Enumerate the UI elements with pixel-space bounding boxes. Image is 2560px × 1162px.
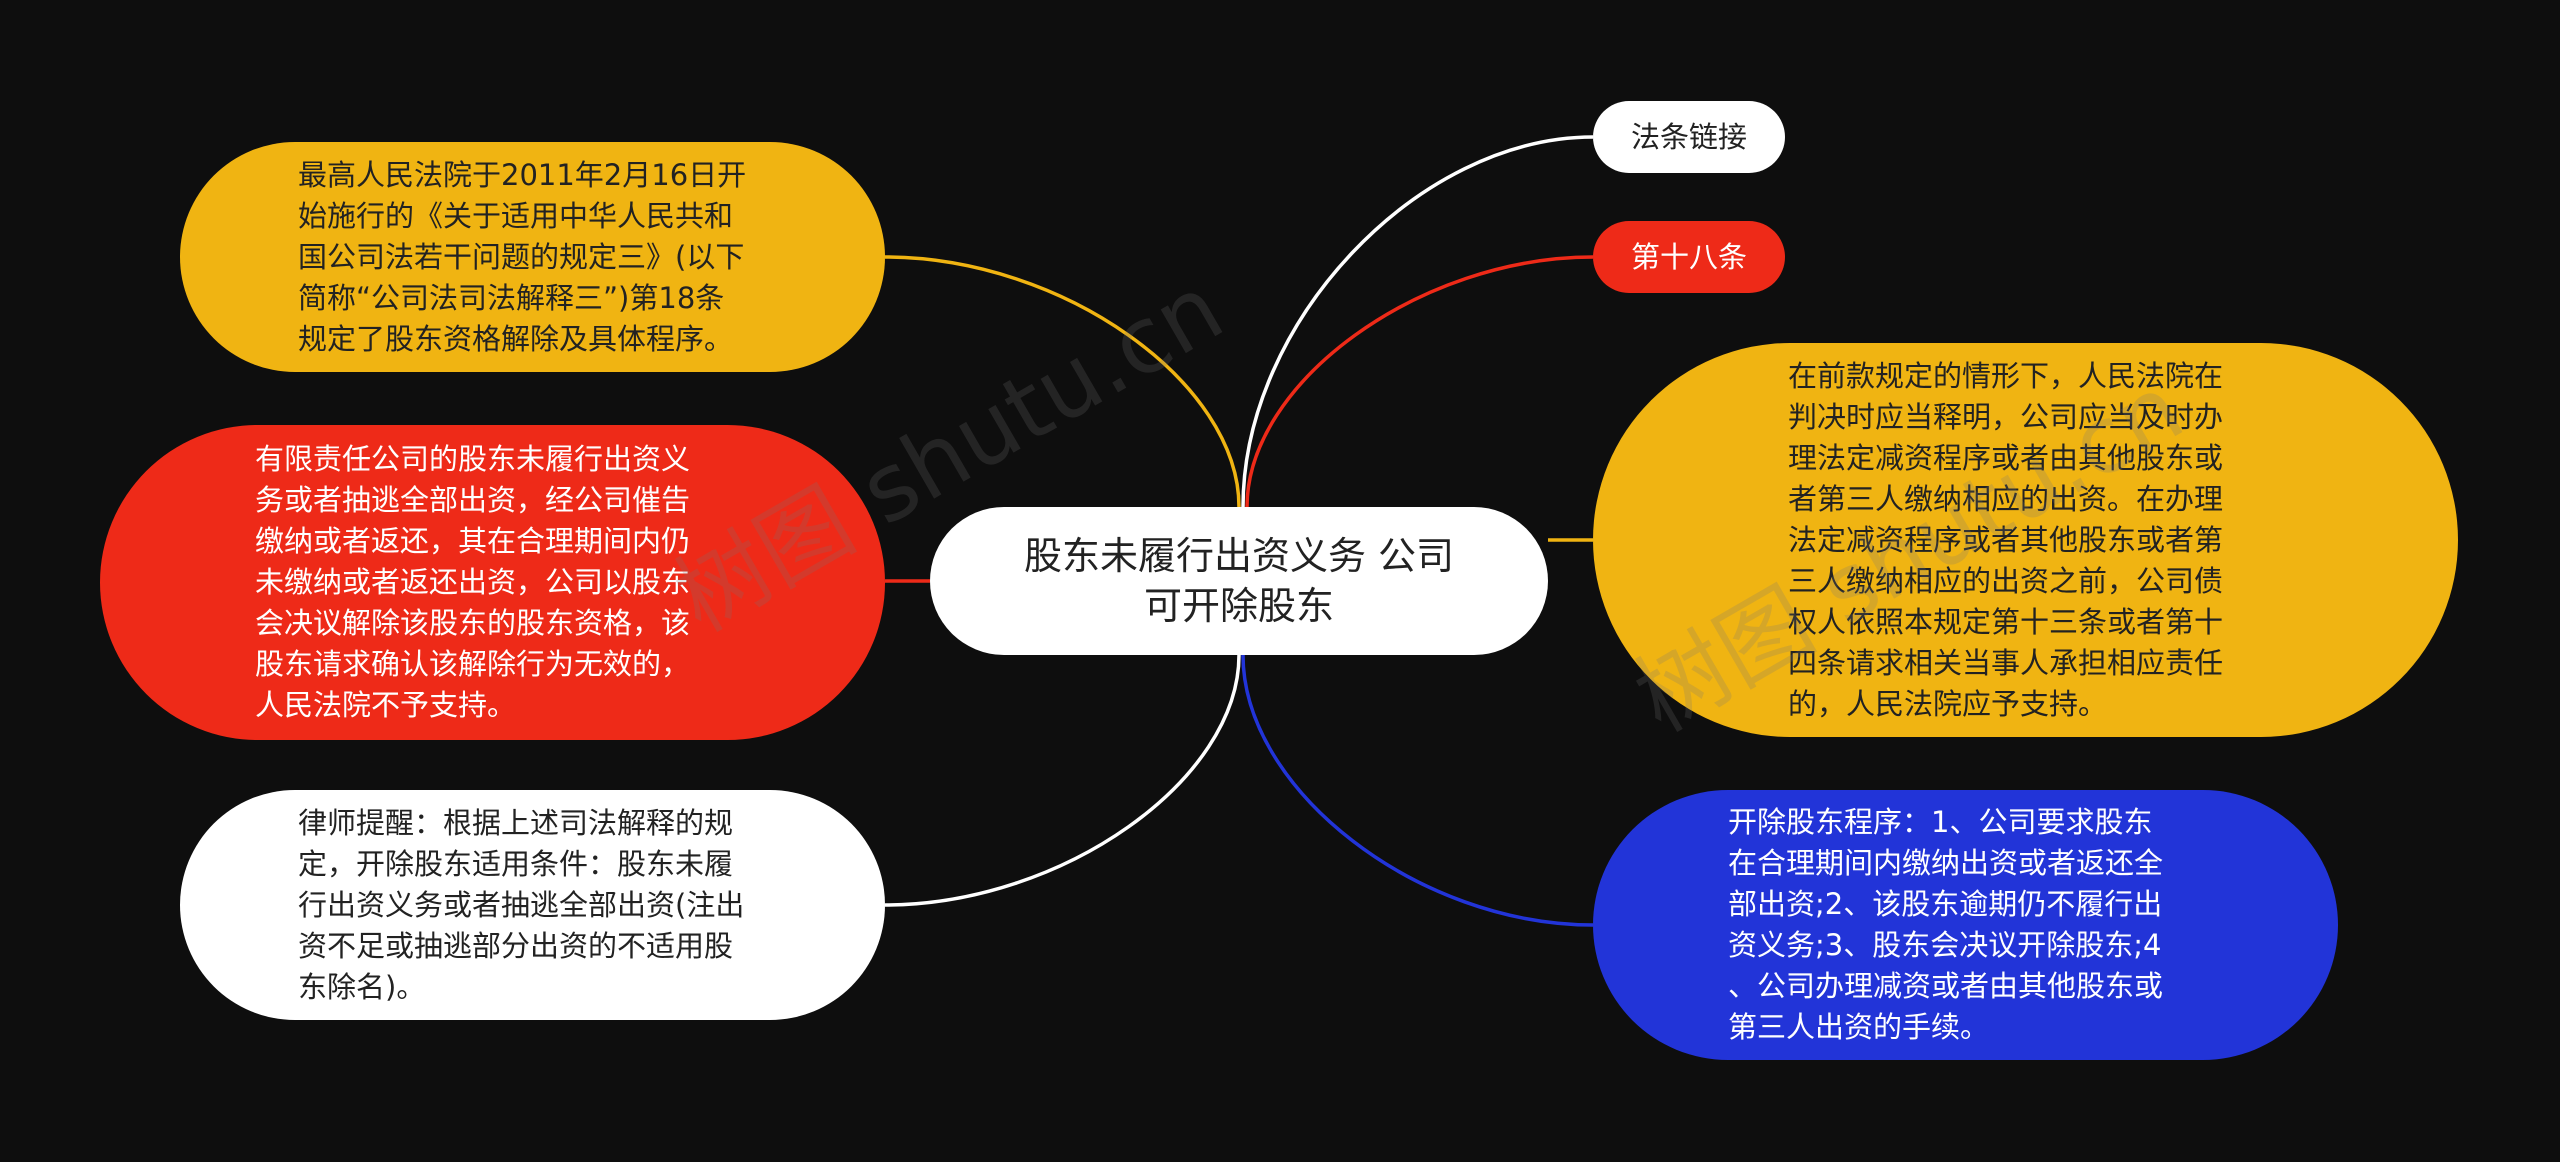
node-article-18[interactable]: 第十八条 — [1593, 221, 1785, 293]
node-law-link-text: 法条链接 — [1630, 120, 1747, 154]
node-capital-reduction-text: 在前款规定的情形下，人民法院在 判决时应当释明，公司应当及时办 理法定减资程序或… — [1788, 358, 2224, 721]
link-left-3 — [884, 654, 1241, 907]
node-judicial-interpretation[interactable]: 最高人民法院于2011年2月16日开 始施行的《关于适用中华人民共和 国公司法若… — [180, 142, 885, 372]
node-capital-reduction[interactable]: 在前款规定的情形下，人民法院在 判决时应当释明，公司应当及时办 理法定减资程序或… — [1593, 343, 2458, 737]
node-removal-procedure[interactable]: 开除股东程序：1、公司要求股东 在合理期间内缴纳出资或者返还全 部出资;2、该股… — [1593, 790, 2338, 1060]
link-left-1 — [884, 255, 1241, 508]
central-topic[interactable]: 股东未履行出资义务 公司 可开除股东 — [930, 507, 1548, 655]
central-topic-label: 股东未履行出资义务 公司 可开除股东 — [1023, 534, 1455, 628]
node-lawyer-reminder-text: 律师提醒：根据上述司法解释的规 定，开除股东适用条件：股东未履 行出资义务或者抽… — [298, 805, 745, 1004]
link-right-2 — [1245, 255, 1594, 508]
node-shareholder-removal-rule-text: 有限责任公司的股东未履行出资义 务或者抽逃全部出资，经公司催告 缴纳或者返还，其… — [255, 442, 691, 722]
node-judicial-interpretation-text: 最高人民法院于2011年2月16日开 始施行的《关于适用中华人民共和 国公司法若… — [298, 157, 747, 356]
node-removal-procedure-text: 开除股东程序：1、公司要求股东 在合理期间内缴纳出资或者返还全 部出资;2、该股… — [1728, 805, 2164, 1044]
node-lawyer-reminder[interactable]: 律师提醒：根据上述司法解释的规 定，开除股东适用条件：股东未履 行出资义务或者抽… — [180, 790, 885, 1020]
link-right-4 — [1241, 654, 1594, 927]
node-article-18-text: 第十八条 — [1630, 240, 1747, 274]
link-right-1 — [1241, 135, 1594, 508]
node-shareholder-removal-rule[interactable]: 有限责任公司的股东未履行出资义 务或者抽逃全部出资，经公司催告 缴纳或者返还，其… — [100, 425, 885, 740]
node-law-link[interactable]: 法条链接 — [1593, 101, 1785, 173]
